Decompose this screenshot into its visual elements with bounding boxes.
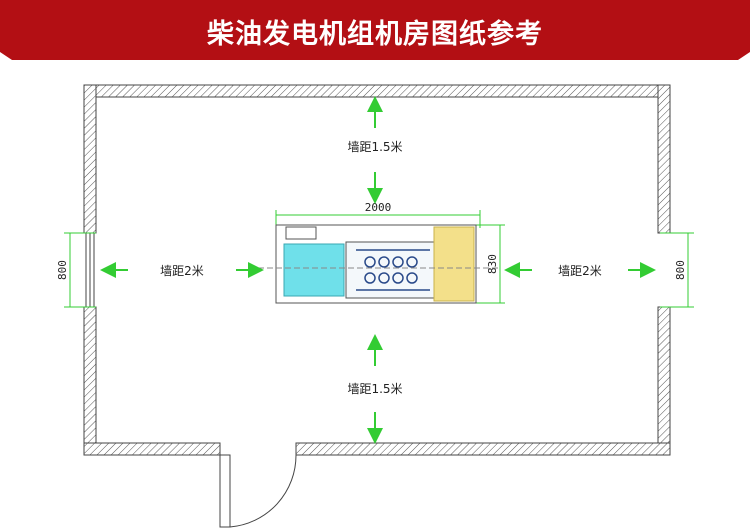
generator-length-label: 2000	[365, 201, 392, 214]
engine-detail	[356, 249, 430, 291]
banner-background	[0, 0, 750, 60]
right-opening-dimension	[660, 232, 694, 308]
generator-width-label: 830	[486, 254, 499, 274]
walls	[83, 84, 671, 456]
left-opening-label: 800	[56, 260, 69, 280]
wall-bottom-left	[83, 442, 221, 456]
wall-left-upper	[83, 84, 97, 234]
left-opening-dimension	[64, 232, 96, 308]
radiator	[433, 226, 475, 302]
wall-bottom-right	[295, 442, 671, 456]
wall-right-lower	[657, 306, 671, 456]
top-clearance-label: 墙距1.5米	[347, 140, 402, 154]
generator-width-dimension	[476, 224, 505, 304]
control-panel	[285, 226, 317, 240]
right-opening	[658, 232, 670, 308]
wall-top	[83, 84, 671, 98]
door-swing	[229, 454, 297, 528]
right-clearance-label: 墙距2米	[558, 264, 602, 278]
door-leaf	[219, 454, 231, 528]
bottom-clearance-label: 墙距1.5米	[347, 382, 402, 396]
alternator	[283, 243, 345, 297]
door	[219, 454, 297, 528]
wall-right-upper	[657, 84, 671, 234]
clearance-arrows	[100, 96, 656, 444]
title-banner: 柴油发电机组机房图纸参考	[0, 0, 750, 62]
generator-set	[258, 224, 500, 304]
left-clearance-label: 墙距2米	[160, 264, 204, 278]
wall-left-lower	[83, 306, 97, 456]
right-opening-label: 800	[674, 260, 687, 280]
banner-shape	[0, 0, 750, 60]
left-opening	[85, 233, 95, 307]
page-title: 柴油发电机组机房图纸参考	[207, 19, 543, 50]
